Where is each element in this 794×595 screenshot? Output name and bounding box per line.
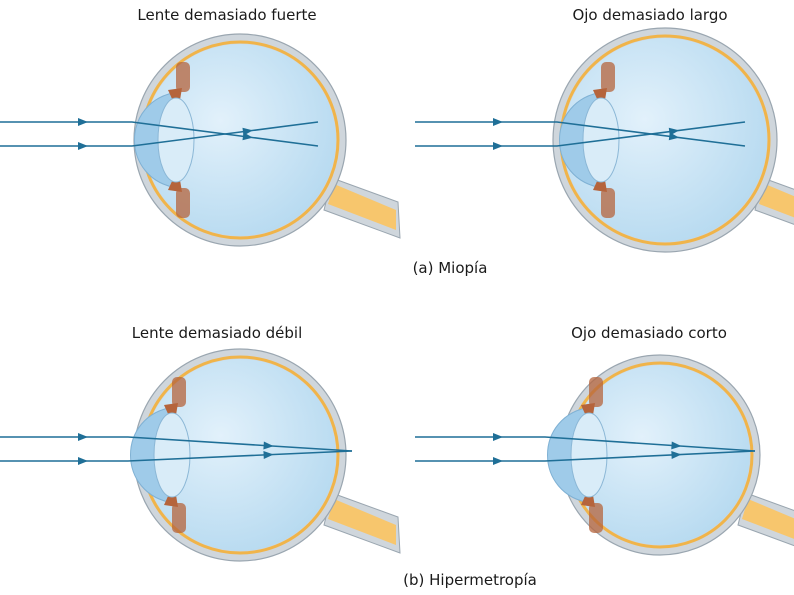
ray-arrow-bottom-1	[78, 457, 88, 465]
section-caption-b: (b) Hipermetropía	[403, 571, 537, 589]
ray-top	[0, 121, 319, 147]
ray-top	[415, 436, 756, 452]
ray-arrow-top-1	[78, 118, 88, 126]
ciliary-body-top	[589, 377, 603, 407]
ray-arrow-top-1	[78, 433, 88, 441]
ciliary-body-top	[601, 62, 615, 92]
ciliary-body-bottom	[589, 503, 603, 533]
eye-diagram-hyperopia-short	[415, 354, 794, 556]
eye-diagram-myopia-long	[415, 27, 794, 253]
ciliary-body-top	[172, 377, 186, 407]
panel-label-a1: Lente demasiado fuerte	[137, 6, 317, 24]
ciliary-body-bottom	[172, 503, 186, 533]
ciliary-body-top	[176, 62, 190, 92]
ciliary-body-bottom	[601, 188, 615, 218]
ray-top	[415, 121, 746, 147]
ray-arrow-top-1	[493, 118, 503, 126]
panel-label-b2: Ojo demasiado corto	[571, 324, 727, 342]
ray-arrow-bottom-2	[263, 450, 274, 459]
lens	[570, 412, 608, 498]
vitreous-body	[144, 359, 336, 551]
optic-nerve	[328, 499, 396, 545]
vitreous-body	[144, 44, 336, 236]
eye-diagram-myopia-lens	[0, 33, 401, 247]
optic-nerve	[742, 499, 794, 539]
ray-arrow-top-2	[671, 441, 682, 450]
ray-arrow-top-1	[493, 433, 503, 441]
panel-label-b1: Lente demasiado débil	[131, 324, 303, 342]
ray-bottom	[0, 450, 353, 462]
ray-top	[0, 436, 353, 452]
ray-arrow-bottom-1	[493, 457, 503, 465]
ciliary-body-bottom	[176, 188, 190, 218]
ray-arrow-bottom-1	[493, 142, 503, 150]
ray-arrow-bottom-2	[668, 127, 680, 136]
ray-bottom	[0, 121, 319, 147]
ray-arrow-bottom-1	[78, 142, 88, 150]
ray-arrow-top-2	[263, 441, 274, 450]
eye-diagram-hyperopia-lens	[0, 348, 401, 562]
ray-arrow-bottom-2	[671, 450, 682, 459]
ray-bottom	[415, 121, 746, 147]
lens	[153, 412, 191, 498]
ray-arrow-bottom-2	[242, 127, 253, 136]
optic-nerve	[328, 184, 396, 230]
ray-bottom	[415, 450, 756, 462]
panel-label-a2: Ojo demasiado largo	[572, 6, 728, 24]
section-caption-a: (a) Miopía	[412, 259, 488, 277]
optic-nerve	[759, 184, 794, 218]
